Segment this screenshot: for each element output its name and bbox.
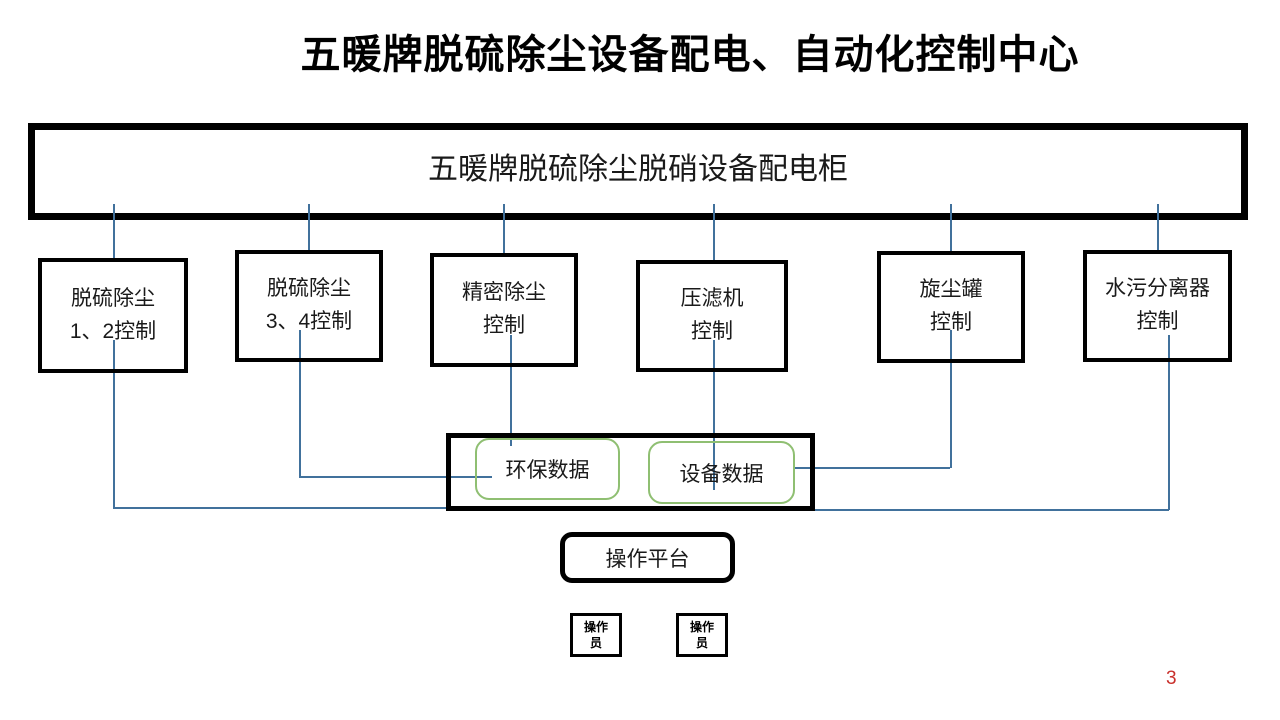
control-box-precision-dedusting: 精密除尘 控制 — [430, 253, 578, 367]
environmental-data-chip: 环保数据 — [475, 438, 620, 500]
operator-label-line1: 操作 — [689, 619, 714, 634]
power-cabinet-box: 五暖牌脱硫除尘脱硝设备配电柜 — [28, 123, 1248, 220]
control-box-label-line1: 压滤机 — [680, 287, 744, 311]
operator-box-2: 操作 员 — [676, 613, 728, 657]
operator-label-line1: 操作 — [583, 619, 608, 634]
connector-line — [113, 340, 115, 508]
connector-line — [795, 467, 950, 469]
data-panel-box — [446, 433, 815, 511]
control-box-label-line2: 3、4控制 — [265, 310, 353, 333]
device-data-chip: 设备数据 — [648, 441, 795, 504]
connector-line — [713, 340, 715, 490]
connector-line — [299, 330, 301, 477]
connector-line — [503, 204, 505, 253]
slide-title: 五暖牌脱硫除尘设备配电、自动化控制中心 — [300, 33, 1080, 77]
control-box-label-line2: 控制 — [483, 314, 525, 337]
control-box-label-line1: 水污分离器 — [1105, 277, 1210, 301]
environmental-data-label: 环保数据 — [505, 459, 590, 482]
operation-platform-box: 操作平台 — [560, 532, 735, 583]
control-box-label-line2: 控制 — [691, 320, 733, 343]
control-box-label-line2: 控制 — [930, 311, 972, 334]
connector-line — [113, 204, 115, 258]
connector-line — [1157, 204, 1159, 250]
connector-line — [713, 204, 715, 260]
power-cabinet-label: 五暖牌脱硫除尘脱硝设备配电柜 — [428, 152, 848, 186]
control-box-label-line1: 旋尘罐 — [919, 278, 983, 302]
control-box-label-line2: 1、2控制 — [69, 319, 157, 343]
connector-line — [299, 476, 492, 478]
control-box-label-line2: 控制 — [1136, 310, 1179, 333]
control-box-label-line1: 脱硫除尘 — [71, 286, 155, 310]
operator-label-line2: 员 — [589, 636, 602, 650]
control-box-label-line1: 精密除尘 — [462, 281, 546, 305]
control-box-desulfurization-1-2: 脱硫除尘 1、2控制 — [38, 258, 188, 373]
control-box-cyclone-tank: 旋尘罐 控制 — [877, 251, 1025, 363]
connector-line — [950, 330, 952, 468]
device-data-label: 设备数据 — [679, 462, 764, 486]
control-box-desulfurization-3-4: 脱硫除尘 3、4控制 — [235, 250, 383, 362]
connector-line — [1168, 335, 1170, 510]
connector-line — [308, 204, 310, 250]
connector-line — [950, 204, 952, 251]
operator-box-1: 操作 员 — [570, 613, 622, 657]
control-box-water-separator: 水污分离器 控制 — [1083, 250, 1232, 362]
operator-label-line2: 员 — [695, 636, 708, 650]
control-box-label-line1: 脱硫除尘 — [267, 277, 351, 301]
connector-line — [812, 509, 1169, 511]
control-box-filter-press: 压滤机 控制 — [636, 260, 788, 372]
connector-line — [510, 335, 512, 446]
operation-platform-label: 操作平台 — [605, 547, 690, 571]
connector-line — [113, 507, 448, 509]
page-number: 3 — [1166, 668, 1177, 689]
